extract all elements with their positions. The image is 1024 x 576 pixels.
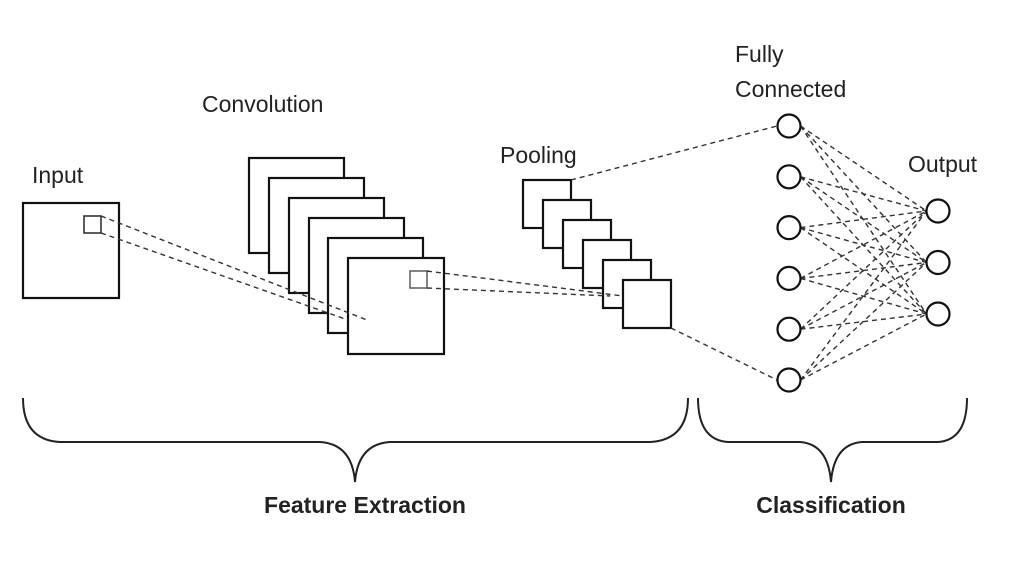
fc-output-connection (800, 210, 927, 330)
fully-connected-node (776, 113, 802, 139)
fully-connected-node (776, 367, 802, 393)
fully-connected-label-line1: Fully (735, 41, 784, 67)
fc-output-connection (800, 210, 927, 229)
fc-output-connection (800, 125, 927, 212)
output-label: Output (908, 151, 978, 177)
output-node (925, 198, 951, 224)
feature-extraction-label: Feature Extraction (264, 492, 466, 518)
fc-output-connection (800, 261, 927, 330)
pooling-to-fully-connected-connections (570, 125, 778, 381)
convolution-to-pooling-connections (426, 270, 624, 297)
fc-output-connection (800, 261, 927, 280)
output-node (925, 249, 951, 276)
convolution-receptive-field (409, 270, 428, 289)
fc-output-connection (800, 313, 927, 381)
fc-output-connection (800, 277, 927, 315)
fully-connected-node (776, 215, 802, 241)
feature-extraction-brace (22, 397, 689, 483)
fc-output-connection (800, 226, 927, 264)
convolution-map (346, 256, 446, 356)
input-label: Input (32, 162, 84, 188)
fully-connected-node (776, 316, 802, 342)
fully-connected-node (776, 164, 802, 190)
output-layer (925, 198, 951, 327)
pooling-label: Pooling (500, 142, 577, 168)
output-node (925, 301, 951, 327)
convolution-feature-maps (247, 156, 446, 356)
fc-output-connection (800, 210, 927, 280)
fully-connected-to-output-connections (799, 125, 928, 381)
pooling-map (621, 278, 673, 330)
fc-output-connection (799, 125, 928, 315)
input-image (21, 201, 121, 300)
classification-label: Classification (756, 492, 906, 518)
input-receptive-field (83, 215, 102, 234)
fully-connected-label-line2: Connected (735, 76, 846, 102)
fc-output-connection (799, 210, 928, 381)
convolution-label: Convolution (202, 91, 323, 117)
fully-connected-node (776, 265, 802, 291)
fc-output-connection (800, 261, 927, 381)
fc-output-connection (800, 176, 927, 212)
input-to-convolution-connections (100, 215, 368, 321)
pooling-feature-maps (521, 178, 673, 330)
classification-brace (697, 397, 968, 483)
fully-connected-layer (776, 113, 802, 393)
